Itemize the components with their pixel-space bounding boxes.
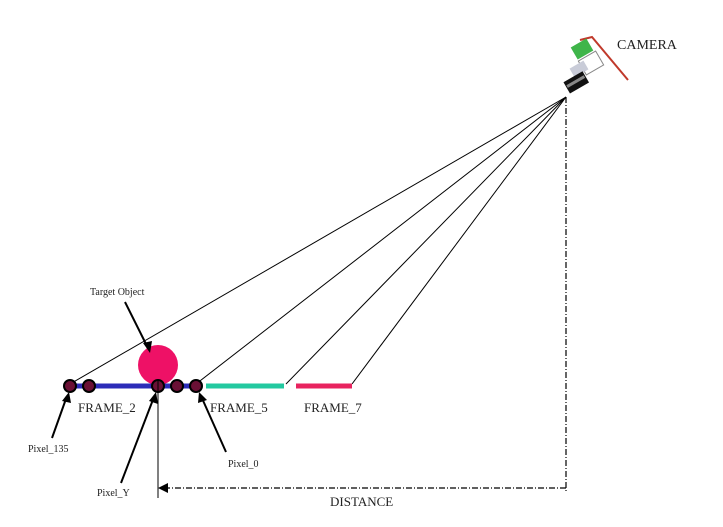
distance-arrowhead [158, 483, 168, 493]
pixel-0-pointer [200, 395, 227, 453]
pixel-y-arrowhead [149, 392, 158, 404]
pixel-135-label: Pixel_135 [28, 444, 69, 455]
pixel-y-label: Pixel_Y [97, 488, 130, 499]
pixel-marker [170, 379, 184, 393]
pixel-marker-135 [63, 379, 77, 393]
pixel-marker-0 [189, 379, 203, 393]
camera-gray-plate [569, 60, 589, 78]
pixel-0-label: Pixel_0 [228, 459, 259, 470]
pixel-135-arrowhead [62, 392, 71, 403]
camera-icon [563, 35, 629, 94]
camera-green-body [570, 38, 594, 60]
camera-lens-ring [566, 75, 586, 88]
pixel-135-pointer [51, 395, 68, 439]
pixel-0-arrowhead [198, 392, 207, 403]
camera-label: CAMERA [617, 38, 678, 53]
sight-line-frame-7-end [351, 96, 567, 385]
target-object-label: Target Object [90, 287, 145, 298]
frame-5-label: FRAME_5 [210, 400, 268, 415]
sight-line-pixel-0 [195, 96, 567, 385]
frame-2-label: FRAME_2 [78, 400, 136, 415]
frame-7-label: FRAME_7 [304, 400, 362, 415]
distance-label: DISTANCE [330, 494, 393, 509]
pixel-marker [82, 379, 96, 393]
sight-lines [69, 96, 567, 385]
target-object [138, 345, 178, 385]
camera-red-bracket [579, 35, 629, 81]
pixel-y-pointer [120, 396, 155, 484]
target-object-pointer [124, 301, 149, 349]
sight-line-frame-5-end [285, 96, 567, 385]
sight-line-pixel-135 [69, 96, 567, 385]
target-object-arrowhead [143, 341, 152, 353]
